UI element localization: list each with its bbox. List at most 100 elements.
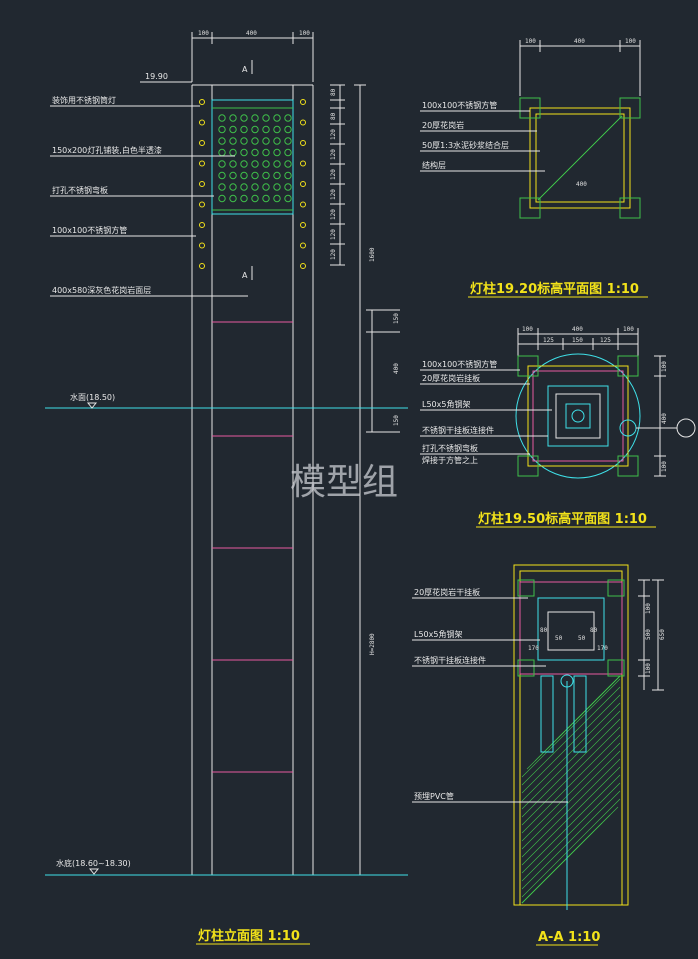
elev-rdim-9: 120 (330, 249, 337, 260)
lamp-hole (284, 160, 292, 168)
lamp-hole (273, 137, 281, 145)
lamp-hole (218, 137, 226, 145)
lamp-hole (262, 194, 270, 203)
section-mark-bottom: A (242, 271, 248, 280)
p1950-tube-tl (517, 355, 539, 377)
aa-total-dim: 650 (659, 629, 666, 640)
side-lamp (199, 263, 205, 269)
lamp-hole (251, 183, 259, 191)
p1920-hatch (537, 115, 623, 201)
p1920-tube-bl (519, 197, 541, 219)
side-lamp (300, 181, 306, 187)
lamp-hole (240, 114, 248, 122)
aa-inner-dim-0: 80 (540, 627, 548, 634)
lamp-hole (218, 194, 226, 203)
hatch-line (521, 806, 619, 904)
lamp-hole (251, 114, 259, 122)
hatch-line (521, 678, 621, 778)
p1920-callout-0: 100x100不锈钢方管 (422, 100, 497, 110)
aa-tube-br (607, 659, 625, 677)
elev-rdim-7: 120 (330, 209, 337, 220)
aa-callout-2: 不锈钢干挂板连接件 (414, 655, 486, 665)
lamp-hole (251, 125, 259, 134)
lamp-hole (284, 125, 292, 134)
lamp-hole (273, 171, 281, 180)
p1950-tube-bl (517, 455, 539, 477)
plan-1950-view: 100 400 100 125 150 125 100x100不锈钢方管 20厚… (420, 326, 696, 528)
elev-rdim-5: 120 (330, 169, 337, 180)
lamp-hole (251, 171, 259, 180)
p1950-tube-br (617, 455, 639, 477)
section-aa-title: A-A 1:10 (538, 930, 600, 945)
lamp-hole (262, 171, 270, 180)
p1950-callout-0: 100x100不锈钢方管 (422, 359, 497, 369)
lamp-hole (262, 125, 270, 134)
side-lamp (300, 160, 306, 167)
hatch-line (521, 774, 621, 874)
section-mark-top: A (242, 65, 248, 74)
lamp-hole (262, 137, 270, 145)
elev-top-level: 19.90 (145, 72, 168, 81)
side-lamp (300, 263, 306, 269)
lamp-hole (240, 171, 248, 180)
lamp-hole (273, 148, 281, 157)
aa-rdim-1: 500 (645, 629, 652, 640)
aa-rdim-0: 100 (645, 603, 652, 614)
elev-dim-h: H=2800 (369, 633, 376, 655)
callout-downlight: 装饰用不锈钢筒灯 (52, 95, 116, 105)
lamp-hole (229, 171, 237, 180)
side-lamp (300, 242, 306, 249)
elev-rdim-8: 120 (330, 229, 337, 240)
hatch-line (521, 718, 621, 818)
lamp-hole (284, 137, 292, 145)
lamp-hole (284, 148, 292, 157)
water-surface-label: 水面(18.50) (70, 392, 115, 402)
lamp-hole (240, 137, 248, 145)
aa-tube-bl (517, 659, 535, 677)
section-aa-view: 80 80 50 50 170 170 20厚花岗岩干挂板 L50x5角钢架 不… (412, 564, 666, 946)
p1920-center-dim: 400 (576, 181, 587, 188)
lamp-hole (262, 114, 270, 122)
plan-1920-view: 100 400 100 400 100x100不锈钢方管 20厚花岗岩 50厚1… (420, 38, 648, 298)
p1920-callout-1: 20厚花岗岩 (422, 120, 464, 130)
elev-callouts: 装饰用不锈钢筒灯 150x200灯孔铺装,白色半透漆 打孔不锈钢弯板 100x1… (50, 95, 248, 297)
plan-1950-title: 灯柱19.50标高平面图 1:10 (478, 511, 647, 527)
lamp-hole (229, 137, 237, 145)
lamp-hole (240, 160, 248, 168)
aa-inner-dim-1: 80 (590, 627, 598, 634)
p1920-tube-tl (519, 97, 541, 119)
lamp-hole (262, 183, 270, 191)
section-aa-hatch (521, 675, 621, 904)
lamp-hole (229, 183, 237, 191)
lamp-hole (218, 171, 226, 180)
aa-callout-0: 20厚花岗岩干挂板 (414, 587, 480, 597)
side-lamp (199, 242, 205, 249)
hatch-line (614, 675, 621, 682)
lamp-hole (218, 114, 226, 122)
side-lamp (300, 119, 306, 126)
lamp-hole (273, 114, 281, 122)
side-lamp (300, 140, 306, 146)
hatch-line (521, 790, 621, 890)
aa-inner-dim-4: 170 (528, 645, 539, 652)
lamp-hole (284, 183, 292, 191)
aa-inner-dim-3: 50 (578, 635, 586, 642)
p1920-dim-3: 100 (625, 38, 636, 45)
perforated-plate-holes (218, 114, 292, 203)
p1920-callout-3: 结构层 (422, 160, 446, 170)
lamp-hole (251, 148, 259, 157)
lamp-hole (251, 137, 259, 145)
aa-inner-dim-5: 170 (597, 645, 608, 652)
lamp-hole (229, 125, 237, 134)
elev-top-dim-3: 100 (299, 30, 310, 37)
p1950-tube-tr (617, 355, 639, 377)
elev-rdim-4: 120 (330, 149, 337, 160)
side-lamp (199, 222, 205, 228)
side-lamp (300, 99, 306, 105)
aa-inner-dim-2: 50 (555, 635, 563, 642)
p1950-callout-4: 打孔不锈钢弯板 (422, 443, 478, 453)
hatch-line (614, 115, 623, 124)
side-lamp (199, 99, 205, 105)
hatch-line (521, 782, 621, 882)
hatch-line (521, 758, 621, 858)
